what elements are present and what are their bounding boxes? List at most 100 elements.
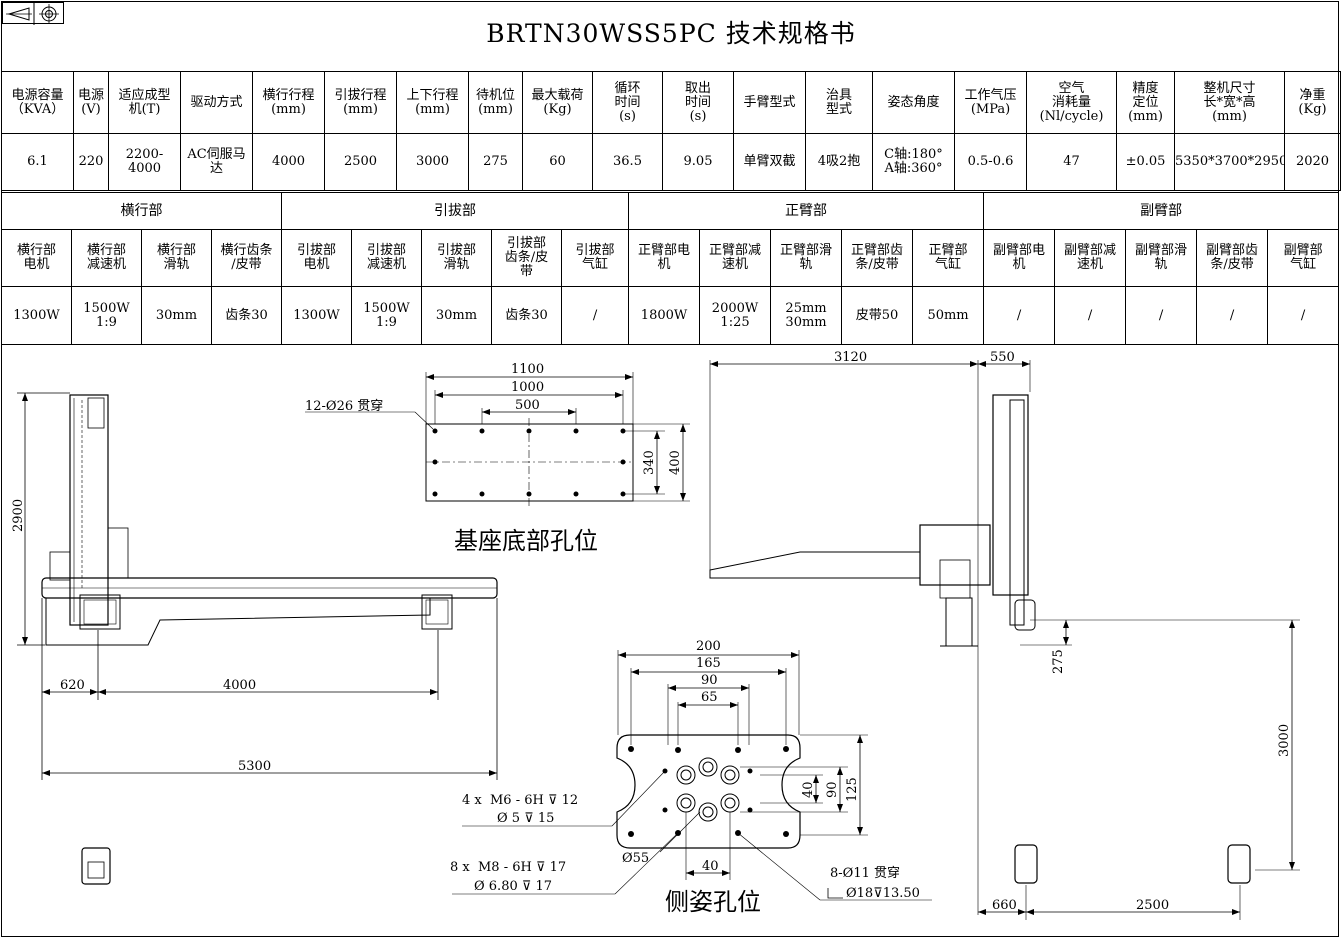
component-header-cell-2: 横行部 滑轨 [141, 229, 212, 287]
main-value-cell-1: 220 [73, 133, 109, 191]
base-hole-note: 12-Ø26 贯穿 [305, 398, 383, 414]
component-value-cell-16: / [1125, 286, 1198, 345]
group-header-pullout: 引拔部 [280, 192, 630, 230]
note-m8-drill: Ø 6.80 ⊽ 17 [474, 879, 552, 894]
dim-3000: 3000 [1277, 724, 1292, 757]
base-hole-caption: 基座底部孔位 [454, 527, 598, 555]
page-title: BRTN30WSS5PC 技术规格书 [486, 19, 856, 48]
component-header-cell-9: 正臂部电 机 [628, 229, 701, 287]
side-view: 3120 550 275 3000 660 2500 [709, 350, 1300, 920]
main-header-cell-13: 姿态角度 [872, 71, 955, 134]
component-value-cell-12: 皮带50 [841, 286, 914, 345]
dim-dia55: Ø55 [622, 851, 649, 866]
group-header-main-arm: 正臂部 [628, 192, 985, 230]
dim-v40: 40 [801, 781, 816, 798]
component-header-cell-12: 正臂部齿 条/皮带 [841, 229, 914, 287]
main-value-cell-6: 3000 [396, 133, 469, 191]
flange-caption: 侧姿孔位 [665, 888, 761, 916]
main-value-cell-15: 47 [1026, 133, 1117, 191]
component-header-cell-8: 引拔部 气缸 [560, 229, 630, 287]
main-header-cell-2: 适应成型 机(T) [108, 71, 181, 134]
component-value-cell-4: 1300W [281, 286, 352, 345]
main-header-cell-7: 待机位 (mm) [468, 71, 523, 134]
dim-v90: 90 [825, 781, 840, 798]
component-value-cell-6: 30mm [421, 286, 492, 345]
component-header-cell-3: 横行齿条 /皮带 [211, 229, 282, 287]
main-header-cell-6: 上下行程 (mm) [396, 71, 469, 134]
main-value-cell-10: 9.05 [662, 133, 734, 191]
dim-2500: 2500 [1136, 898, 1169, 913]
component-header-cell-14: 副臂部电 机 [983, 229, 1056, 287]
main-value-cell-11: 单臂双截 [733, 133, 806, 191]
note-through-hole: 8-Ø11 贯穿 [830, 865, 900, 881]
dim-400: 400 [668, 450, 683, 475]
main-value-cell-12: 4吸2抱 [805, 133, 873, 191]
component-header-cell-17: 副臂部齿 条/皮带 [1196, 229, 1269, 287]
dim-3120: 3120 [834, 350, 867, 365]
component-value-cell-13: 50mm [912, 286, 985, 345]
component-value-cell-10: 2000W 1:25 [699, 286, 772, 345]
component-header-cell-7: 引拔部 齿条/皮 带 [491, 229, 562, 287]
dim-65: 65 [701, 690, 718, 705]
component-value-cell-2: 30mm [141, 286, 212, 345]
main-header-cell-11: 手臂型式 [733, 71, 806, 134]
component-header-cell-18: 副臂部 气缸 [1267, 229, 1340, 287]
third-angle-projection-icon [6, 3, 59, 25]
main-value-cell-14: 0.5-0.6 [954, 133, 1027, 191]
component-value-cell-18: / [1267, 286, 1340, 345]
component-value-cell-8: / [560, 286, 630, 345]
component-header-cell-5: 引拔部 减速机 [351, 229, 422, 287]
component-header-cell-1: 横行部 减速机 [71, 229, 142, 287]
component-header-cell-13: 正臂部 气缸 [912, 229, 985, 287]
flange-hole-pattern: 200 165 90 65 40 90 125 40 Ø55 4 x M6 - … [450, 639, 932, 916]
main-header-cell-10: 取出 时间 (s) [662, 71, 734, 134]
spec-table-components: 横行部 引拔部 正臂部 副臂部 横行部 电机横行部 减速机横行部 滑轨横行齿条 … [1, 192, 1340, 345]
main-header-cell-17: 整机尺寸 长*宽*高 (mm) [1174, 71, 1285, 134]
main-header-cell-15: 空气 消耗量 (Nl/cycle) [1026, 71, 1117, 134]
group-header-sub-arm: 副臂部 [983, 192, 1340, 230]
component-header-cell-0: 横行部 电机 [1, 229, 72, 287]
main-value-cell-16: ±0.05 [1116, 133, 1175, 191]
dim-200: 200 [696, 639, 721, 654]
main-header-cell-9: 循环 时间 (s) [592, 71, 663, 134]
group-header-traverse: 横行部 [1, 192, 282, 230]
main-value-cell-4: 4000 [252, 133, 325, 191]
dim-1000: 1000 [511, 380, 544, 395]
main-value-cell-13: C轴:180° A轴:360° [872, 133, 955, 191]
note-counterbore: Ø18⊽13.50 [846, 886, 920, 901]
component-value-cell-7: 齿条30 [491, 286, 562, 345]
dim-340: 340 [642, 450, 657, 475]
component-header-cell-6: 引拔部 滑轨 [421, 229, 492, 287]
component-value-cell-3: 齿条30 [211, 286, 282, 345]
main-header-cell-18: 净重 (Kg) [1284, 71, 1341, 134]
component-value-cell-5: 1500W 1:9 [351, 286, 422, 345]
component-header-cell-4: 引拔部 电机 [281, 229, 352, 287]
note-m6-drill: Ø 5 ⊽ 15 [497, 811, 554, 826]
main-value-cell-0: 6.1 [1, 133, 74, 191]
main-header-cell-8: 最大载荷 (Kg) [522, 71, 593, 134]
main-value-cell-18: 2020 [1284, 133, 1341, 191]
note-m8: 8 x M8 - 6H ⊽ 17 [450, 860, 566, 875]
main-value-cell-7: 275 [468, 133, 523, 191]
dim-90: 90 [701, 673, 718, 688]
dim-offset-620: 620 [60, 678, 85, 693]
dim-height-2900: 2900 [11, 499, 26, 532]
main-header-cell-3: 驱动方式 [180, 71, 253, 134]
dim-500: 500 [515, 398, 540, 413]
base-hole-pattern: 1100 1000 500 340 400 12-Ø26 贯穿 基座底部孔位 [305, 362, 690, 555]
main-header-cell-12: 治具 型式 [805, 71, 873, 134]
dim-h40: 40 [702, 859, 719, 874]
dim-total-5300: 5300 [238, 759, 271, 774]
component-header-cell-10: 正臂部减 速机 [699, 229, 772, 287]
dim-165: 165 [696, 656, 721, 671]
spec-table-main: 电源容量 （KVA）电源 (V)适应成型 机(T)驱动方式横行行程 (mm)引拔… [1, 71, 1341, 191]
main-value-cell-2: 2200- 4000 [108, 133, 181, 191]
dim-550: 550 [990, 350, 1015, 365]
main-value-cell-3: AC伺服马 达 [180, 133, 253, 191]
note-m6: 4 x M6 - 6H ⊽ 12 [462, 793, 578, 808]
main-header-cell-16: 精度 定位 (mm) [1116, 71, 1175, 134]
dim-660: 660 [992, 898, 1017, 913]
dim-v125: 125 [845, 777, 860, 802]
